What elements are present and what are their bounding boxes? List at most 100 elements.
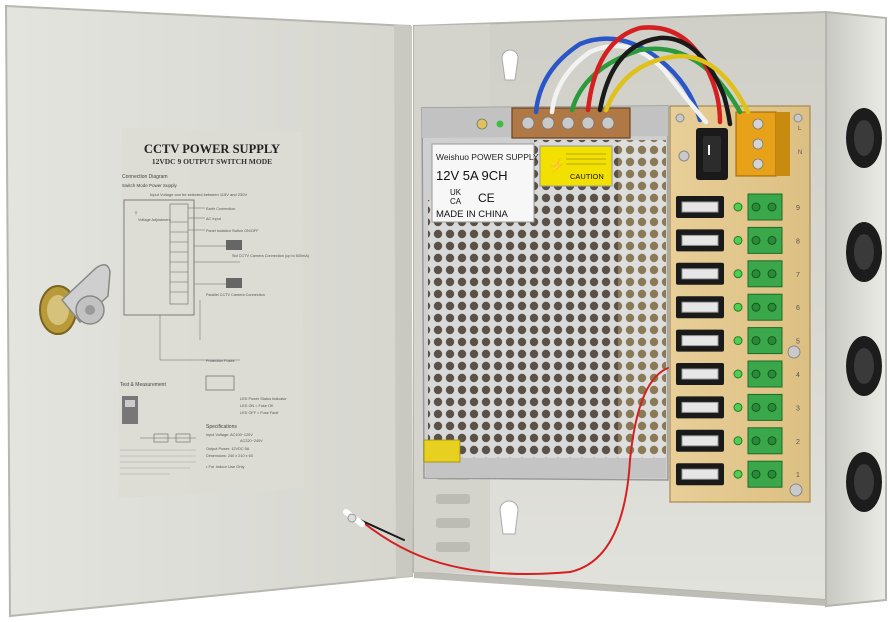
fuse-glass bbox=[681, 234, 719, 246]
terminal-screw bbox=[751, 436, 761, 446]
output-channel-4: 4 bbox=[676, 360, 800, 388]
psu-rating: 12V 5A 9CH bbox=[436, 168, 508, 183]
led-icon bbox=[733, 469, 743, 479]
terminal-screw bbox=[751, 269, 761, 279]
psu-mark-ce: CE bbox=[478, 191, 495, 205]
wire-black bbox=[597, 35, 733, 127]
output-channel-8: 8 bbox=[676, 226, 800, 254]
terminal-screw bbox=[767, 302, 777, 312]
fuse-glass bbox=[681, 268, 719, 280]
door-led-wire bbox=[343, 367, 669, 575]
label-spec-dimensions: Dimensions: 240 x 210 x 60 bbox=[206, 454, 253, 458]
label-subtitle: 12VDC 9 OUTPUT SWITCH MODE bbox=[152, 157, 272, 166]
warning-icon: ⚡ bbox=[548, 157, 565, 174]
label-title: CCTV POWER SUPPLY bbox=[144, 142, 280, 156]
terminal-screw bbox=[767, 202, 777, 212]
caution-text: CAUTION bbox=[570, 172, 604, 181]
channel-number: 5 bbox=[796, 339, 800, 346]
channel-number: 8 bbox=[796, 238, 800, 245]
channel-number: 3 bbox=[796, 405, 800, 412]
label-indoor: • For Indoor Use Only bbox=[206, 464, 245, 469]
rocker-switch-icon[interactable] bbox=[696, 128, 728, 180]
channel-number: 9 bbox=[796, 205, 800, 212]
psu-brand: Weishuo POWER SUPPLY bbox=[436, 152, 539, 162]
terminal-screw bbox=[751, 469, 761, 479]
wire-red bbox=[585, 25, 723, 125]
label-spec-input: Input Voltage: AC100~120V bbox=[206, 433, 253, 437]
wire-yellow bbox=[603, 53, 751, 115]
psu-led-icon bbox=[496, 120, 504, 128]
terminal-screw bbox=[751, 369, 761, 379]
psu-mark-ukca: UK bbox=[450, 188, 462, 197]
output-channel-3: 3 bbox=[676, 393, 800, 421]
terminal-screw bbox=[751, 202, 761, 212]
knockout-hole-icon bbox=[846, 108, 882, 512]
terminal-screw bbox=[767, 269, 777, 279]
svg-text:CA: CA bbox=[450, 197, 462, 206]
led-icon bbox=[733, 402, 743, 412]
label-ac-input: AC Input bbox=[206, 217, 222, 221]
channel-number: 6 bbox=[796, 305, 800, 312]
psu-origin: MADE IN CHINA bbox=[436, 209, 508, 220]
output-channel-9: 9 bbox=[676, 193, 800, 221]
fuse-glass bbox=[681, 301, 719, 313]
terminal-screw bbox=[751, 302, 761, 312]
cam-lock-icon[interactable] bbox=[39, 264, 111, 335]
output-channels: 9 8 7 6 5 4 3 2 1 bbox=[676, 193, 800, 488]
psu-rating-label: Weishuo POWER SUPPLY 12V 5A 9CH UK CA CE… bbox=[431, 143, 539, 223]
label-spec-input2: AC220~240V bbox=[240, 439, 263, 443]
channel-number: 1 bbox=[796, 472, 800, 479]
label-led-on: LED ON = Fuse OK bbox=[240, 404, 274, 408]
label-diagram-frame bbox=[123, 199, 195, 316]
label-connection-diagram: Connection Diagram bbox=[122, 174, 168, 180]
output-channel-5: 5 bbox=[676, 327, 800, 355]
terminal-screw bbox=[767, 402, 777, 412]
led-icon bbox=[733, 235, 743, 245]
terminal-screw bbox=[767, 436, 777, 446]
wire-white-1 bbox=[549, 43, 709, 125]
voltage-adjust-icon[interactable] bbox=[476, 118, 488, 130]
label-input-voltage: Input Voltage can be selected between 11… bbox=[150, 192, 247, 197]
terminal-screw bbox=[751, 336, 761, 346]
psu-terminal-block bbox=[476, 107, 631, 139]
led-icon bbox=[733, 369, 743, 379]
channel-number: 7 bbox=[796, 272, 800, 279]
fuse-glass bbox=[681, 368, 719, 380]
terminal-screw bbox=[767, 235, 777, 245]
label-led-status: LED Power Status Indicator bbox=[240, 397, 287, 401]
label-switch-mode: Switch Mode Power Supply bbox=[122, 183, 178, 188]
output-channel-7: 7 bbox=[676, 260, 800, 288]
fuse-glass bbox=[681, 335, 719, 347]
label-earth: Earth Connection bbox=[206, 207, 235, 211]
fuse-glass bbox=[681, 201, 719, 213]
led-icon bbox=[733, 269, 743, 279]
ac-input-terminal: L N bbox=[735, 111, 802, 177]
label-specifications: Specifications bbox=[206, 424, 237, 430]
label-led-off: LED OFF = Fuse Fault bbox=[240, 411, 279, 415]
terminal-screw bbox=[767, 469, 777, 479]
fuse-glass bbox=[681, 468, 719, 480]
channel-number: 4 bbox=[796, 372, 800, 379]
label-test-measurement: Test & Measurement bbox=[120, 382, 166, 388]
output-channel-1: 1 bbox=[676, 460, 800, 488]
fuse-glass bbox=[681, 435, 719, 447]
led-icon bbox=[733, 336, 743, 346]
psu-caution-label: ⚡ CAUTION bbox=[539, 145, 613, 187]
channel-number: 2 bbox=[796, 439, 800, 446]
output-channel-2: 2 bbox=[676, 427, 800, 455]
fuse-glass bbox=[681, 401, 719, 413]
label-voltage-adjustment: Voltage Adjustment bbox=[138, 218, 171, 222]
led-icon bbox=[733, 436, 743, 446]
output-channel-6: 6 bbox=[676, 293, 800, 321]
label-spec-output: Output Power: 12VDC 5A bbox=[206, 447, 250, 451]
keyhole-icon bbox=[499, 49, 519, 535]
psu-qc-sticker bbox=[423, 439, 461, 463]
label-camera-connection: Std CCTV Camera Connection (up to 500mA) bbox=[232, 254, 310, 258]
terminal-screw bbox=[767, 336, 777, 346]
terminal-label-n: N bbox=[798, 150, 802, 156]
led-icon bbox=[733, 302, 743, 312]
svg-text:⏚: ⏚ bbox=[134, 209, 138, 215]
ac-input-wires bbox=[533, 25, 751, 127]
label-isolation: Panel Isolation Switch ON/OFF bbox=[206, 229, 259, 233]
